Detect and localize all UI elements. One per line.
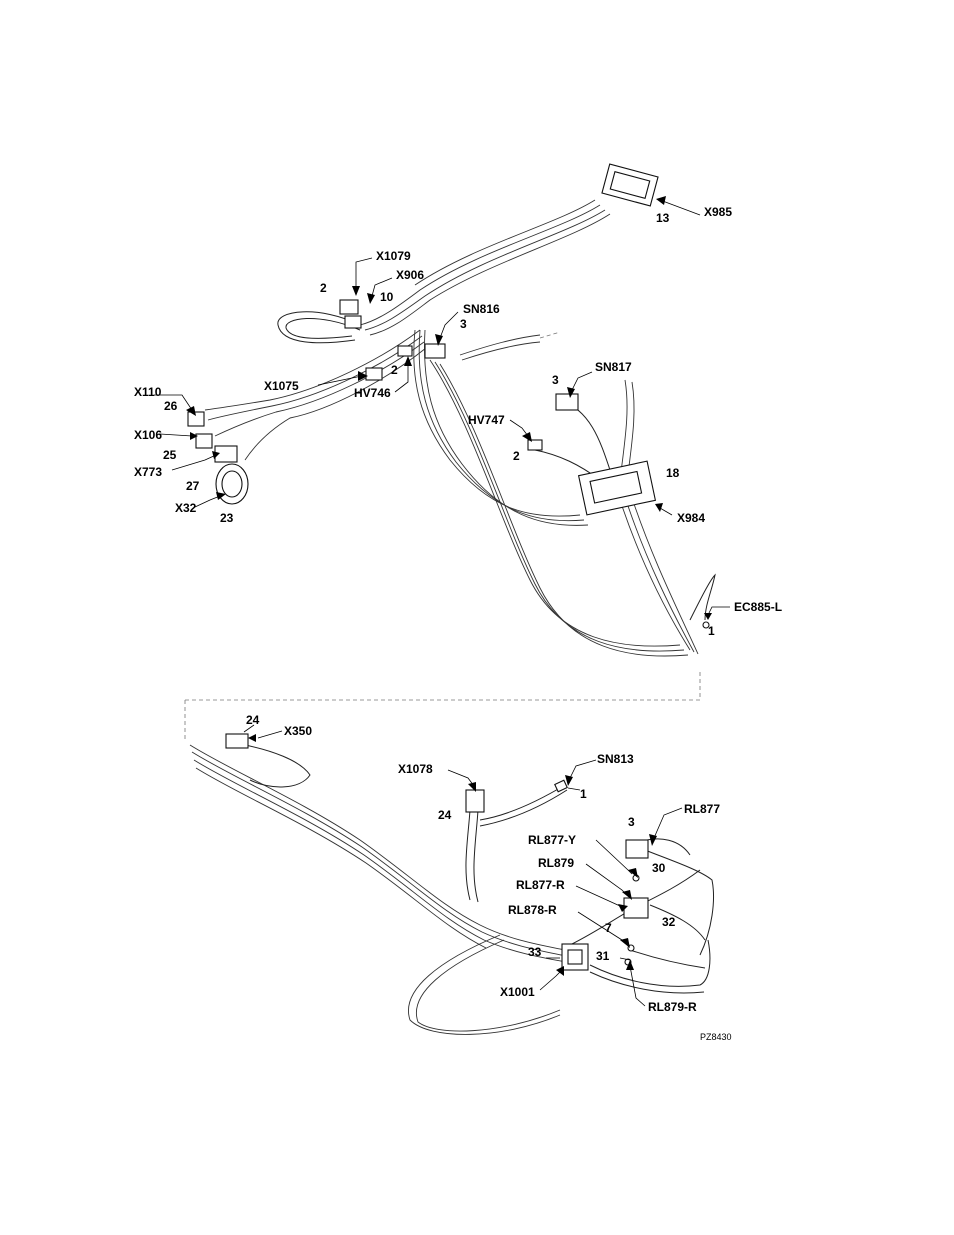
label-3c: 3 bbox=[628, 815, 635, 829]
x110-connector bbox=[188, 412, 204, 426]
x350-connector bbox=[226, 734, 248, 748]
label-x350: X350 bbox=[284, 724, 312, 738]
label-x773: X773 bbox=[134, 465, 162, 479]
x906-connector bbox=[345, 316, 361, 328]
label-32: 32 bbox=[662, 915, 676, 929]
label-10: 10 bbox=[380, 290, 394, 304]
hv746-connector bbox=[398, 346, 412, 356]
label-24b: 24 bbox=[438, 808, 452, 822]
label-ec885-l: EC885-L bbox=[734, 600, 782, 614]
bottom-harness bbox=[190, 725, 714, 1034]
label-23: 23 bbox=[220, 511, 234, 525]
label-2c: 2 bbox=[513, 449, 520, 463]
label-18: 18 bbox=[666, 466, 680, 480]
labels-bottom: 24 X350 X1078 24 SN813 1 3 RL877 RL877-Y… bbox=[246, 713, 720, 1014]
label-sn813: SN813 bbox=[597, 752, 634, 766]
label-hv746: HV746 bbox=[354, 386, 391, 400]
label-rl879: RL879 bbox=[538, 856, 574, 870]
label-3b: 3 bbox=[552, 373, 559, 387]
label-rl877-r: RL877-R bbox=[516, 878, 565, 892]
rl877-connector bbox=[626, 840, 648, 858]
label-sn817: SN817 bbox=[595, 360, 632, 374]
label-sn816: SN816 bbox=[463, 302, 500, 316]
label-24a: 24 bbox=[246, 713, 260, 727]
labels-top: X985 13 X1079 X906 2 10 SN816 3 X1075 2 … bbox=[134, 205, 782, 638]
label-1b: 1 bbox=[580, 787, 587, 801]
label-x106: X106 bbox=[134, 428, 162, 442]
hv747-connector bbox=[528, 440, 542, 450]
sn817-connector bbox=[556, 394, 578, 410]
label-x32: X32 bbox=[175, 501, 197, 515]
label-31: 31 bbox=[596, 949, 610, 963]
label-26: 26 bbox=[164, 399, 178, 413]
label-x985: X985 bbox=[704, 205, 732, 219]
label-x1075: X1075 bbox=[264, 379, 299, 393]
label-x1079: X1079 bbox=[376, 249, 411, 263]
label-rl878-r: RL878-R bbox=[508, 903, 557, 917]
label-x1078: X1078 bbox=[398, 762, 433, 776]
label-25: 25 bbox=[163, 448, 177, 462]
label-7: 7 bbox=[605, 921, 612, 935]
label-3a: 3 bbox=[460, 317, 467, 331]
top-harness bbox=[154, 164, 730, 656]
separator-line bbox=[185, 672, 700, 700]
label-30: 30 bbox=[652, 861, 666, 875]
label-x110: X110 bbox=[134, 385, 162, 399]
label-13: 13 bbox=[656, 211, 670, 225]
label-rl877: RL877 bbox=[684, 802, 720, 816]
label-2a: 2 bbox=[320, 281, 327, 295]
label-x906: X906 bbox=[396, 268, 424, 282]
label-x984: X984 bbox=[677, 511, 705, 525]
sn816-connector bbox=[425, 344, 445, 358]
label-rl877-y: RL877-Y bbox=[528, 833, 576, 847]
rl879-connector bbox=[624, 898, 648, 918]
figure-code: PZ8430 bbox=[700, 1032, 732, 1042]
label-27: 27 bbox=[186, 479, 200, 493]
label-1a: 1 bbox=[708, 624, 715, 638]
x1078-connector bbox=[466, 790, 484, 812]
x106-connector bbox=[196, 434, 212, 448]
label-rl879-r: RL879-R bbox=[648, 1000, 697, 1014]
label-x1001: X1001 bbox=[500, 985, 535, 999]
label-hv747: HV747 bbox=[468, 413, 505, 427]
x1079-connector bbox=[340, 300, 358, 314]
x1075-connector bbox=[366, 368, 382, 380]
label-2b: 2 bbox=[391, 363, 398, 377]
label-33: 33 bbox=[528, 945, 542, 959]
